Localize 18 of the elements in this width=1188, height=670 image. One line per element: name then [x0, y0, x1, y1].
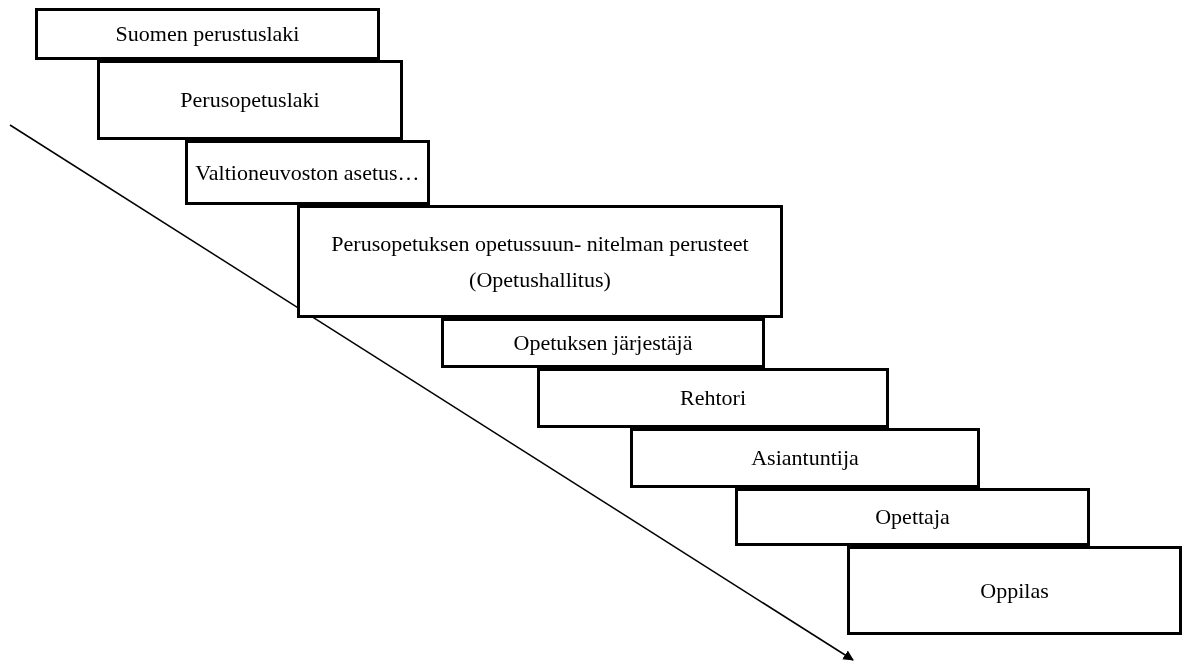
step-label: Suomen perustuslaki — [115, 20, 300, 48]
step-label: Oppilas — [980, 576, 1049, 605]
step-box — [297, 205, 783, 318]
step-label: Perusopetuksen opetussuun- nitelman perusteet (Opetushallitus) — [330, 229, 750, 294]
step-box — [185, 140, 430, 205]
step-label: Rehtori — [680, 384, 746, 412]
step-box — [847, 546, 1182, 635]
step-box — [441, 318, 765, 368]
step-label: Opettaja — [875, 503, 950, 531]
step-label: Valtioneuvoston asetus… — [195, 158, 420, 187]
step-box — [630, 428, 980, 488]
step-label: Perusopetuslaki — [180, 86, 320, 114]
step-box — [537, 368, 889, 428]
step-box — [97, 60, 403, 140]
step-box — [735, 488, 1090, 546]
step-label: Opetuksen järjestäjä — [513, 329, 693, 357]
step-box — [35, 8, 380, 60]
step-label: Asiantuntija — [751, 444, 859, 472]
